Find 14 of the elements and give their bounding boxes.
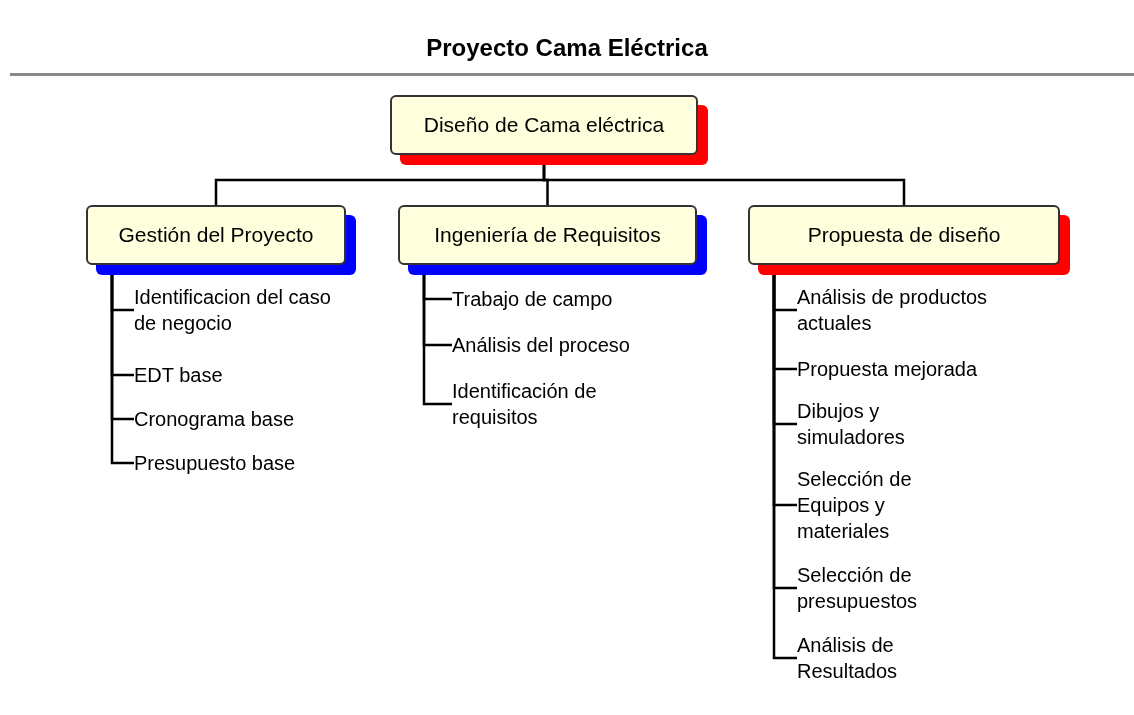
title: Proyecto Cama Eléctrica (425, 33, 709, 63)
wbs-item: Dibujos y simuladores (797, 398, 927, 450)
wbs-item: Selección de presupuestos (797, 562, 937, 614)
wbs-item: Trabajo de campo (452, 286, 682, 312)
wbs-item: Identificación de requisitos (452, 378, 652, 430)
wbs-item: Cronograma base (134, 406, 334, 432)
wbs-item: Selección de Equipos y materiales (797, 466, 937, 544)
wbs-item: Análisis del proceso (452, 332, 682, 358)
wbs-item: Identificacion del caso de negocio (134, 284, 339, 336)
wbs-item: Presupuesto base (134, 450, 334, 476)
wbs-item: EDT base (134, 362, 334, 388)
wbs-item: Propuesta mejorada (797, 356, 1037, 382)
wbs-item: Análisis de productos actuales (797, 284, 997, 336)
wbs-item: Análisis de Resultados (797, 632, 922, 684)
